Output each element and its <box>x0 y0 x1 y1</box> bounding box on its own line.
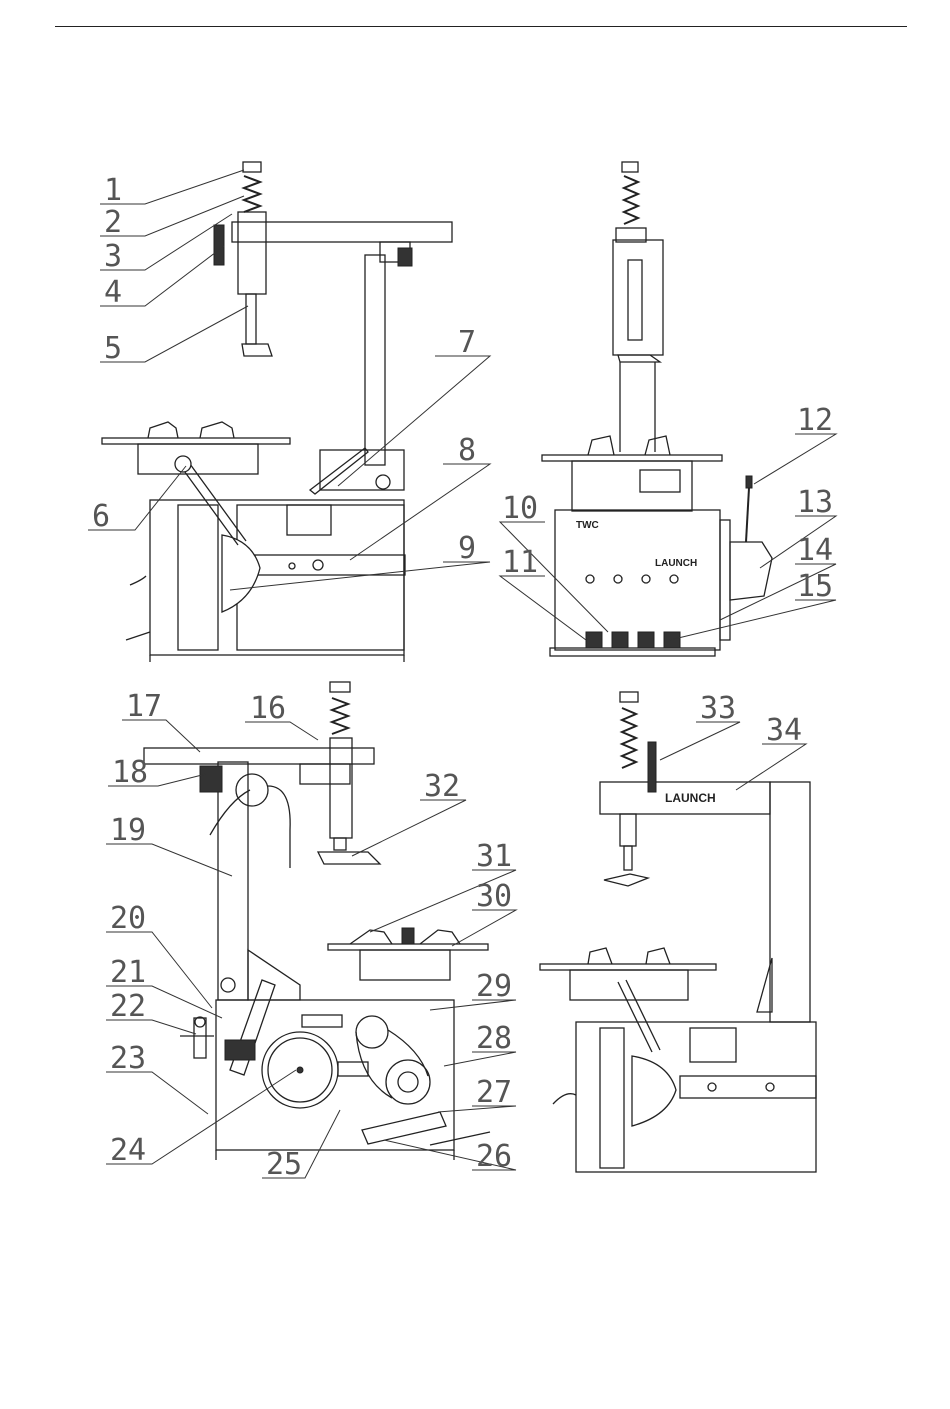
callout-31: 31 <box>476 839 512 874</box>
callout-26: 26 <box>476 1139 512 1174</box>
rear-turntable <box>328 944 488 950</box>
callout-20: 20 <box>110 901 146 936</box>
quarter-turntable <box>540 964 716 970</box>
callout-6: 6 <box>92 499 110 534</box>
pedal <box>612 632 628 648</box>
callout-11: 11 <box>502 545 538 580</box>
rear-view-machine <box>144 682 490 1160</box>
front-cabinet <box>555 510 720 650</box>
quarter-cabinet <box>576 1022 816 1172</box>
callout-8: 8 <box>458 433 476 468</box>
lever <box>746 488 749 542</box>
rear-cabinet <box>216 1000 454 1150</box>
callout-18: 18 <box>112 755 148 790</box>
column <box>365 255 385 465</box>
quarter-lever <box>648 742 656 792</box>
front-view-machine: TWC LAUNCH <box>542 162 772 656</box>
callout-23: 23 <box>110 1041 146 1076</box>
callout-24: 24 <box>110 1133 146 1168</box>
callout-13: 13 <box>797 485 833 520</box>
bead-breaker-shoe <box>222 535 260 612</box>
callout-15: 15 <box>797 569 833 604</box>
pedal <box>586 632 602 648</box>
side-panel <box>730 542 772 600</box>
cabinet-door <box>178 505 218 650</box>
side-view-machine <box>102 162 452 662</box>
pressure-gauge <box>236 774 268 806</box>
callout-21: 21 <box>110 955 146 990</box>
callout-4: 4 <box>104 275 122 310</box>
callout-14: 14 <box>797 533 833 568</box>
three-quarter-view-machine: LAUNCH <box>540 692 816 1172</box>
air-hose <box>268 786 290 868</box>
quarter-bead-arm <box>680 1076 816 1098</box>
front-turntable <box>542 455 722 461</box>
bead-cylinder <box>230 980 275 1075</box>
callout-9: 9 <box>458 531 476 566</box>
brand-label-arm: LAUNCH <box>665 791 716 805</box>
callout-32: 32 <box>424 769 460 804</box>
horizontal-arm <box>232 222 452 242</box>
turntable <box>102 438 290 444</box>
spring <box>244 176 260 212</box>
bead-breaker-arm <box>255 555 405 575</box>
callout-27: 27 <box>476 1075 512 1110</box>
brand-label-front: LAUNCH <box>655 558 697 569</box>
callout-1: 1 <box>104 173 122 208</box>
cabinet-body <box>150 500 404 655</box>
callout-28: 28 <box>476 1021 512 1056</box>
gearbox-pulley <box>386 1060 430 1104</box>
pedal-assembly <box>362 1112 446 1144</box>
callout-22: 22 <box>110 989 146 1024</box>
callout-30: 30 <box>476 879 512 914</box>
callout-34: 34 <box>766 713 802 748</box>
quarter-column <box>770 782 810 1022</box>
callout-5: 5 <box>104 331 122 366</box>
callout-19: 19 <box>110 813 146 848</box>
side-window <box>287 505 331 535</box>
callout-25: 25 <box>266 1147 302 1182</box>
pedal <box>638 632 654 648</box>
callout-17: 17 <box>126 689 162 724</box>
callout-2: 2 <box>104 205 122 240</box>
model-label: TWC <box>576 520 599 531</box>
vertical-shaft <box>246 294 256 344</box>
callout-3: 3 <box>104 239 122 274</box>
rear-arm <box>144 748 374 764</box>
callout-10: 10 <box>502 491 538 526</box>
mount-head <box>318 852 380 864</box>
callout-12: 12 <box>797 403 833 438</box>
callout-numbers: 1 2 3 4 5 6 7 8 9 10 11 12 13 14 15 16 1… <box>92 173 833 1182</box>
callout-29: 29 <box>476 969 512 1004</box>
callout-16: 16 <box>250 691 286 726</box>
callout-33: 33 <box>700 691 736 726</box>
callout-7: 7 <box>458 325 476 360</box>
rear-column <box>218 762 248 1000</box>
front-column <box>613 240 663 355</box>
